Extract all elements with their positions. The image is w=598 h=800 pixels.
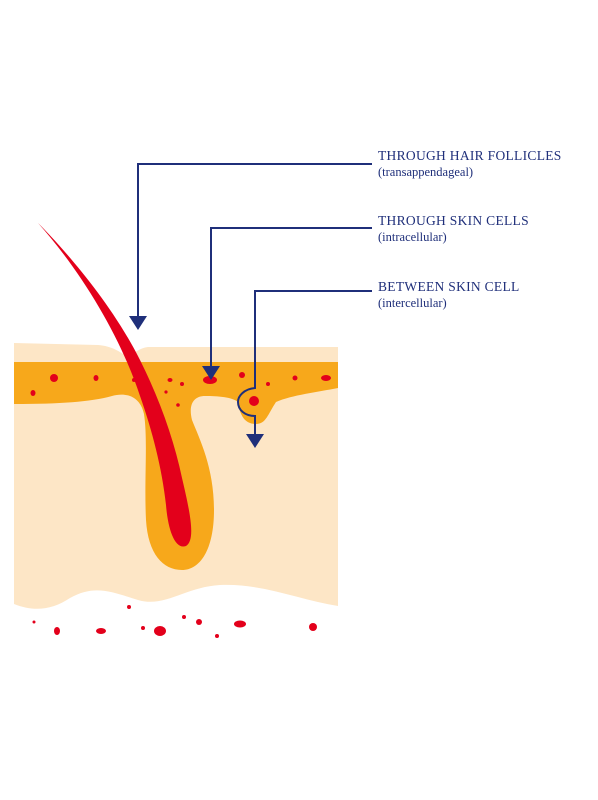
lower-dots	[32, 605, 317, 638]
label-subtitle: (intracellular)	[378, 229, 447, 244]
down-arrow-icon	[246, 434, 264, 448]
arrow-skin-cells	[210, 227, 372, 368]
epidermis-cells	[30, 372, 331, 407]
label-between-cells: BETWEEN SKIN CELL (intercellular)	[378, 279, 520, 312]
label-title: THROUGH SKIN CELLS	[378, 213, 529, 228]
label-subtitle: (transappendageal)	[378, 164, 474, 179]
label-skin-cells: THROUGH SKIN CELLS (intracellular)	[378, 213, 529, 246]
label-subtitle: (intercellular)	[378, 295, 447, 310]
down-arrow-icon	[129, 316, 147, 330]
arrow-hair-follicles	[137, 163, 372, 318]
label-hair-follicles: THROUGH HAIR FOLLICLES (transappendageal…	[378, 148, 562, 181]
hair-strand	[38, 223, 192, 547]
down-arrow-icon	[202, 366, 220, 380]
label-title: THROUGH HAIR FOLLICLES	[378, 148, 562, 163]
label-title: BETWEEN SKIN CELL	[378, 279, 520, 294]
arrow-between-cells	[236, 290, 372, 436]
